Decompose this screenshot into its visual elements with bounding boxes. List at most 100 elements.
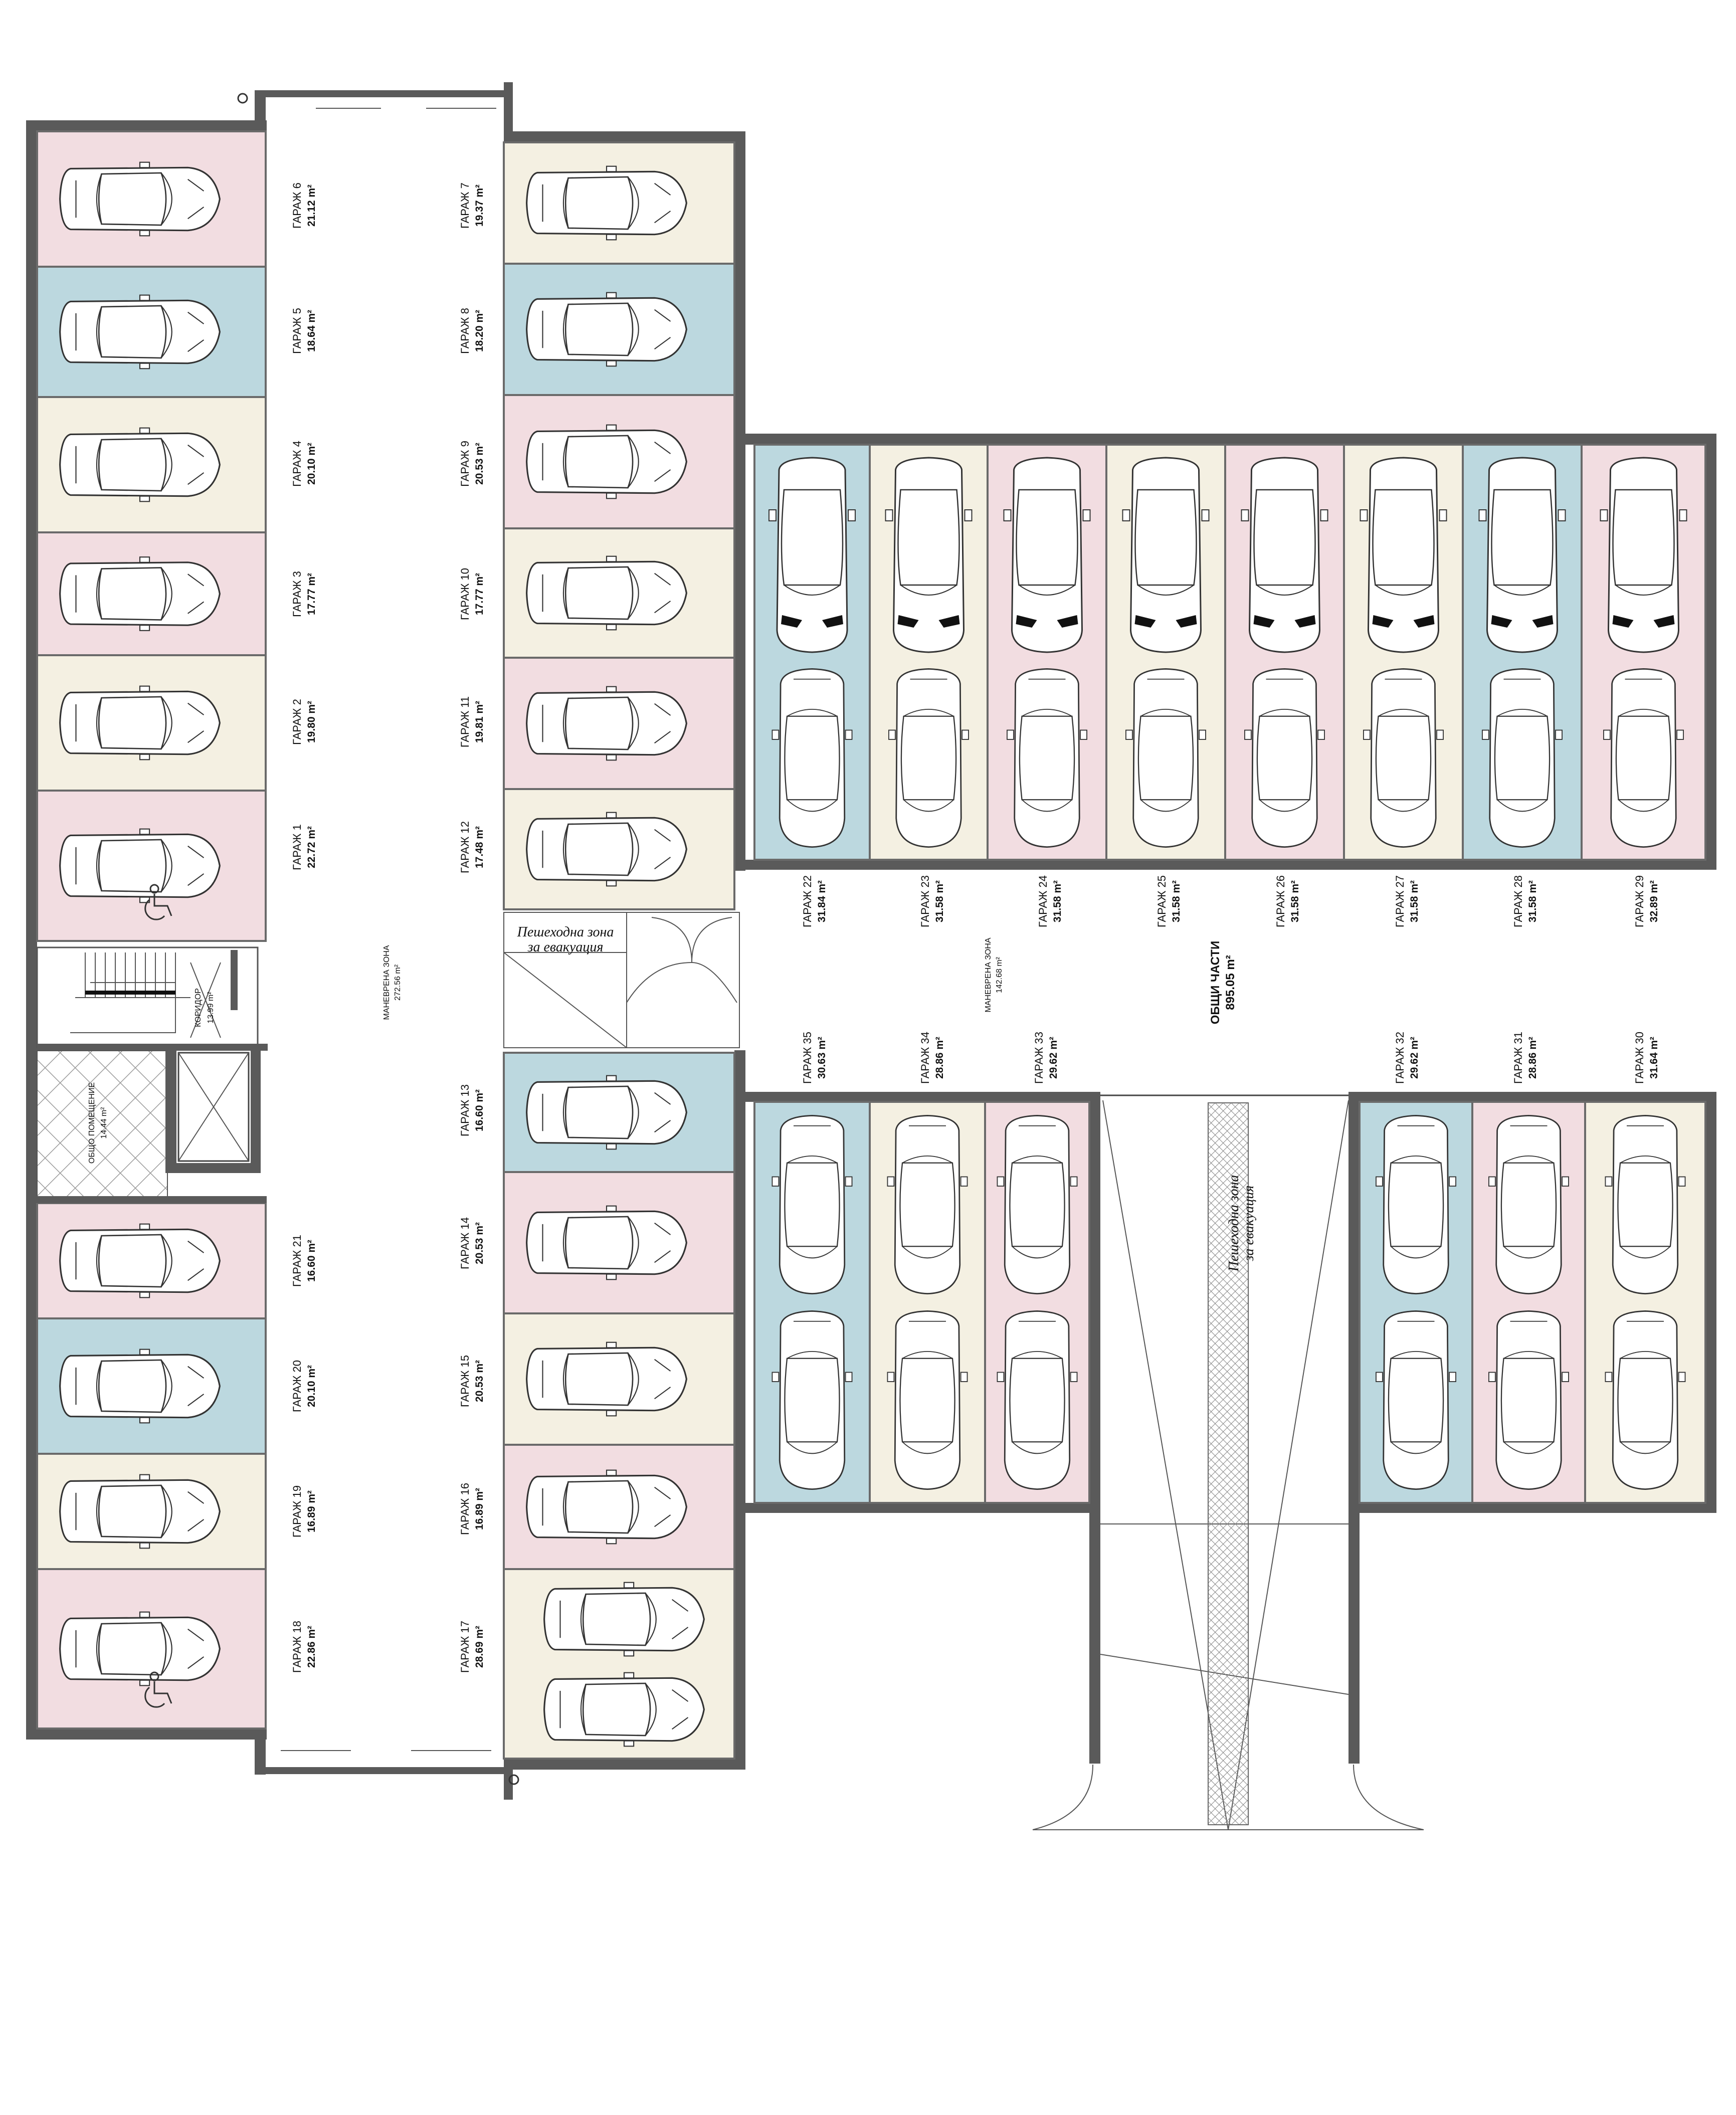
- garage-label-6: ГАРАЖ 6: [291, 182, 303, 229]
- garage-area-14: 20.53 m²: [474, 1222, 485, 1264]
- garage-area-18: 22.86 m²: [306, 1626, 317, 1668]
- car-icon: [59, 556, 221, 632]
- car-icon: [1599, 457, 1688, 653]
- car-icon: [1604, 1310, 1686, 1490]
- garage-label-20: ГАРАЖ 20: [291, 1360, 303, 1412]
- car-icon: [997, 1310, 1078, 1490]
- car-icon: [1488, 1310, 1570, 1490]
- car-icon: [1488, 1114, 1570, 1295]
- garage-area-24: 31.58 m²: [1052, 880, 1063, 922]
- garage-label-4: ГАРАЖ 4: [291, 441, 303, 487]
- car-icon: [526, 292, 687, 367]
- garage-label-8: ГАРАЖ 8: [459, 308, 471, 354]
- garage-label-33: ГАРАЖ 33: [1033, 1032, 1045, 1084]
- car-icon: [1604, 1114, 1686, 1295]
- wheelchair-icon: [144, 1671, 172, 1708]
- garage-area-15: 20.53 m²: [474, 1360, 485, 1402]
- garage-area-33: 29.62 m²: [1048, 1037, 1059, 1079]
- garage-label-30: ГАРАЖ 30: [1633, 1032, 1646, 1084]
- walls: [26, 82, 1716, 1800]
- car-icon: [59, 427, 221, 502]
- car-icon: [526, 686, 687, 761]
- garage-label-18: ГАРАЖ 18: [291, 1621, 303, 1673]
- garage-area-13: 16.60 m²: [474, 1089, 485, 1131]
- garage-label-9: ГАРАЖ 9: [459, 441, 471, 487]
- garage-label-5: ГАРАЖ 5: [291, 308, 303, 354]
- car-icon: [1375, 1114, 1457, 1295]
- common-room-area: 14.44 m²: [100, 1107, 108, 1139]
- garage-area-1: 22.72 m²: [306, 826, 317, 868]
- garage-area-12: 17.48 m²: [474, 826, 485, 868]
- car-icon: [59, 1223, 221, 1298]
- car-icon: [1125, 668, 1207, 848]
- garage-area-3: 17.77 m²: [306, 573, 317, 615]
- car-icon: [543, 1672, 705, 1747]
- car-icon: [526, 165, 687, 241]
- garage-label-14: ГАРАЖ 14: [459, 1217, 471, 1269]
- garage-label-1: ГАРАЖ 1: [291, 824, 303, 870]
- garage-label-28: ГАРАЖ 28: [1512, 875, 1524, 927]
- car-icon: [526, 1469, 687, 1545]
- evacuation-zone-west: Пешеходна зона за евакуация: [503, 912, 740, 1048]
- garage-area-19: 16.89 m²: [306, 1490, 317, 1532]
- garage-area-31: 28.86 m²: [1527, 1037, 1538, 1079]
- garage-label-13: ГАРАЖ 13: [459, 1084, 471, 1136]
- car-icon: [886, 1310, 969, 1490]
- garage-area-17: 28.69 m²: [474, 1626, 485, 1668]
- garage-label-35: ГАРАЖ 35: [801, 1032, 814, 1084]
- garage-area-23: 31.58 m²: [934, 880, 945, 922]
- maneuver-main-area: 272.56 m²: [394, 964, 402, 1001]
- garage-area-8: 18.20 m²: [474, 310, 485, 352]
- garage-label-23: ГАРАЖ 23: [919, 875, 931, 927]
- car-icon: [59, 161, 221, 237]
- common-room: ОБЩО ПОМЕЩЕНИЕ 14.44 m²: [26, 1050, 267, 1203]
- car-icon: [1006, 668, 1088, 848]
- car-icon: [59, 1474, 221, 1549]
- corridor-label: КОРИДОР: [194, 988, 203, 1027]
- car-icon: [1478, 457, 1567, 653]
- ramp-zone: Пешеходна зона за евакуация: [1032, 1094, 1424, 1830]
- garage-area-25: 31.58 m²: [1171, 880, 1182, 922]
- car-icon: [1363, 668, 1444, 848]
- garage-area-26: 31.58 m²: [1289, 880, 1301, 922]
- evac-south-line2: за евакуация: [1241, 1186, 1257, 1262]
- car-icon: [1003, 457, 1091, 653]
- car-icon: [526, 1341, 687, 1417]
- maneuver-east-area: 142.68 m²: [995, 956, 1004, 993]
- common-parts-label: ОБЩИ ЧАСТИ: [1209, 941, 1222, 1025]
- maneuver-main-label: МАНЕВРЕНА ЗОНА: [382, 945, 391, 1020]
- garage-area-7: 19.37 m²: [474, 184, 485, 227]
- garage-label-25: ГАРАЖ 25: [1155, 875, 1168, 927]
- car-icon: [543, 1582, 705, 1657]
- car-icon: [888, 668, 970, 848]
- wheelchair-icon: [144, 884, 172, 920]
- car-icon: [59, 1611, 221, 1686]
- garage-area-9: 20.53 m²: [474, 443, 485, 485]
- garage-area-22: 31.84 m²: [816, 880, 828, 922]
- garage-label-16: ГАРАЖ 16: [459, 1483, 471, 1535]
- garage-label-12: ГАРАЖ 12: [459, 821, 471, 873]
- car-icon: [1244, 668, 1325, 848]
- car-icon: [59, 1349, 221, 1424]
- car-icon: [768, 457, 856, 653]
- garage-area-4: 20.10 m²: [306, 443, 317, 485]
- car-icon: [997, 1114, 1078, 1295]
- garage-area-6: 21.12 m²: [306, 184, 317, 227]
- garage-area-30: 31.64 m²: [1648, 1037, 1660, 1079]
- car-icon: [1375, 1310, 1457, 1490]
- garage-area-11: 19.81 m²: [474, 701, 485, 743]
- garage-label-31: ГАРАЖ 31: [1512, 1032, 1524, 1084]
- garage-label-26: ГАРАЖ 26: [1274, 875, 1287, 927]
- garage-area-28: 31.58 m²: [1527, 880, 1538, 922]
- garage-label-2: ГАРАЖ 2: [291, 699, 303, 745]
- garage-area-21: 16.60 m²: [306, 1240, 317, 1282]
- garage-label-21: ГАРАЖ 21: [291, 1235, 303, 1287]
- garage-label-17: ГАРАЖ 17: [459, 1621, 471, 1673]
- car-icon: [771, 1114, 853, 1295]
- garage-label-3: ГАРАЖ 3: [291, 571, 303, 617]
- evac-south-line1: Пешеходна зона: [1226, 1175, 1242, 1272]
- car-icon: [884, 457, 973, 653]
- car-icon: [59, 294, 221, 369]
- garage-area-2: 19.80 m²: [306, 701, 317, 743]
